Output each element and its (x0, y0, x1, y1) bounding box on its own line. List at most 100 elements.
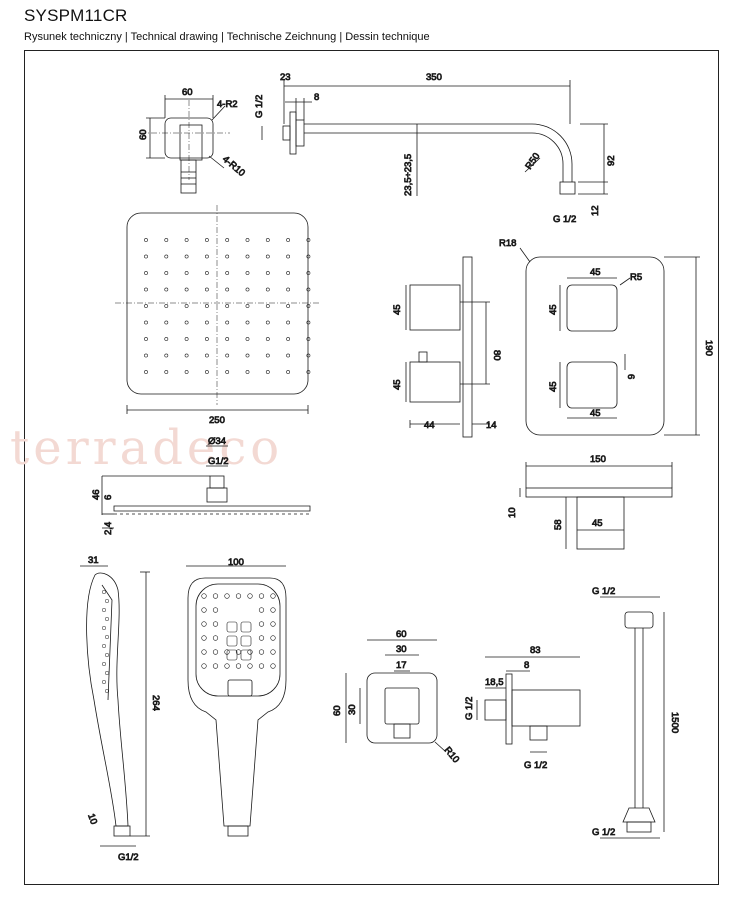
rain-head-height: 46 (91, 489, 102, 500)
rain-head-nozzle (286, 353, 291, 358)
arm-flange-height: 60 (138, 129, 149, 140)
shower-hose (600, 596, 665, 839)
rain-head-nozzle (204, 287, 209, 292)
rain-head-nozzle (184, 370, 189, 374)
mixer-knob-height-bottom: 45 (392, 379, 403, 390)
rain-head-nozzle (265, 337, 270, 341)
elbow-inlet-length: 18,5 (485, 677, 504, 688)
rain-head-nozzle (164, 304, 169, 308)
rain-head-nozzle (225, 287, 230, 292)
rain-head-nozzle (204, 353, 209, 358)
hand-shower-side-nozzles (101, 589, 110, 694)
hand-shower-massage-jet (226, 621, 238, 633)
hand-shower-front (186, 565, 287, 837)
rain-head-nozzle (164, 337, 169, 341)
spout-plate-thickness: 10 (507, 507, 518, 518)
shower-arm-side (261, 80, 608, 196)
rain-head-nozzle (306, 304, 311, 308)
arm-flange-radius: 4-R10 (220, 154, 247, 179)
rain-head-nozzle (184, 304, 189, 308)
hand-shower-nozzle (235, 593, 242, 599)
hand-shower-nozzle (224, 593, 230, 599)
rain-head-nozzle (144, 353, 148, 358)
rain-head-nozzle (225, 304, 230, 308)
page-subtitle: Rysunek techniczny | Technical drawing |… (24, 31, 430, 43)
rain-head-nozzle (144, 370, 148, 374)
mixer-knob-width-bottom: 45 (590, 408, 601, 419)
rain-head-nozzle (286, 370, 291, 374)
hand-shower-length: 264 (150, 695, 161, 711)
hand-shower-nozzle (247, 649, 253, 655)
hand-shower-side-nozzle (101, 661, 107, 667)
rain-head-nozzle (265, 370, 270, 374)
page-title: SYSPM11CR (24, 6, 128, 25)
drawing-frame (24, 50, 719, 885)
rain-head-nozzle (245, 304, 250, 308)
rain-head-nozzle (164, 353, 169, 358)
hand-shower-depth: 31 (88, 555, 99, 566)
rain-head-nozzle (204, 304, 209, 308)
rain-head-nozzle (306, 271, 311, 275)
rain-head-nozzle (245, 320, 250, 325)
rain-head-nozzle (144, 238, 148, 242)
elbow-depth: 83 (530, 645, 541, 656)
arm-flange-depth: 8 (314, 92, 319, 103)
mixer-plate-height: 190 (703, 340, 714, 356)
rain-head-nozzle (265, 304, 270, 308)
rain-head-nozzle (225, 353, 230, 358)
hand-shower-massage-jet (226, 649, 238, 661)
rain-head-nozzle (286, 238, 291, 242)
rain-head-nozzle (245, 238, 250, 242)
rain-head-nozzle (164, 287, 169, 292)
hand-shower-nozzle (270, 607, 276, 613)
wall-elbow-side (476, 656, 581, 753)
hand-shower-thread: G1/2 (118, 852, 139, 863)
rain-head-nozzle (144, 304, 148, 308)
arm-diameter: 23,5÷23,5 (403, 154, 414, 196)
hand-shower-side-nozzle (101, 589, 107, 595)
mixer-side (405, 256, 490, 438)
rain-head-nozzle (306, 320, 311, 325)
rain-head-plate: 6 (103, 495, 114, 500)
hand-shower-massage-jet (240, 649, 252, 661)
mixer-front-knob-height-top: 45 (548, 304, 559, 315)
rain-head-nozzle (265, 353, 270, 358)
rain-head-nozzle (164, 254, 169, 259)
rain-head-nozzle (164, 271, 169, 275)
rain-head-top (115, 205, 320, 414)
hand-shower-massage-jet (240, 621, 252, 633)
mixer-plate-depth: 14 (486, 420, 497, 431)
spout-body-width: 45 (592, 518, 603, 529)
elbow-inner-height: 30 (347, 704, 358, 715)
arm-drop: 92 (606, 155, 617, 166)
hand-shower-nozzle (270, 649, 276, 655)
rain-head-nozzle (265, 238, 270, 242)
rain-head-nozzle (184, 353, 189, 358)
rain-head-nozzle (204, 337, 209, 341)
mixer-front-knob-height-bottom: 45 (548, 381, 559, 392)
rain-head-nozzle (286, 320, 291, 325)
mixer-corner-radius: R18 (499, 238, 516, 249)
hand-shower-nozzle (258, 649, 265, 655)
rain-head-nozzle (204, 254, 209, 259)
hand-shower-nozzle (258, 635, 265, 641)
rain-head-nozzle (265, 320, 270, 325)
rain-head-nozzle (184, 337, 189, 341)
hand-shower-nozzle (247, 593, 253, 599)
elbow-width: 60 (396, 629, 407, 640)
elbow-radius: R10 (442, 745, 462, 765)
hand-shower-side (80, 565, 150, 847)
hand-shower-side-nozzle (104, 652, 110, 658)
hand-shower-thread-length: 10 (85, 812, 99, 826)
mixer-indicator-gap: 6 (625, 374, 636, 379)
rain-head-width: 250 (209, 415, 225, 426)
rain-head-nozzle (306, 337, 311, 341)
elbow-plate-depth: 8 (524, 660, 529, 671)
hand-shower-side-nozzle (104, 688, 110, 694)
hand-shower-nozzle (235, 663, 242, 669)
arm-flange-corner-radius: 4-R2 (217, 99, 238, 110)
rain-head-nozzle (184, 320, 189, 325)
rain-head-nozzle (286, 271, 291, 275)
hand-shower-nozzle (212, 621, 219, 627)
rain-head-nozzle (245, 337, 250, 341)
